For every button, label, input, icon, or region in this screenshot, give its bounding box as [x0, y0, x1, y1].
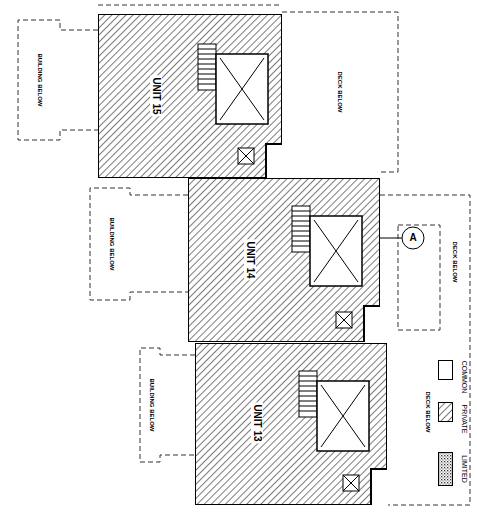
unit-label: UNIT 14 [244, 239, 256, 280]
unit-outline [98, 14, 282, 178]
unit-plan: UNIT 15 [98, 14, 282, 178]
unit-outline [195, 343, 387, 505]
legend-swatch [438, 452, 453, 486]
area-note: BUILDING BELOW [109, 218, 115, 271]
legend-text: PRIVATE [461, 405, 468, 434]
unit-label: UNIT 13 [251, 402, 263, 443]
legend-text: LIMITED [461, 455, 468, 483]
area-note: DECK BELOW [425, 392, 431, 433]
area-note: DECK BELOW [337, 72, 343, 113]
unit-label: UNIT 15 [150, 75, 162, 116]
dashed-outline [18, 5, 470, 505]
unit-plan: UNIT 13 [195, 343, 387, 505]
unit-plan: UNIT 14 [188, 178, 380, 342]
area-note: BUILDING BELOW [149, 379, 155, 432]
section-letter: A [409, 233, 416, 243]
legend-text: COMMON [461, 361, 468, 394]
legend-swatch [438, 402, 453, 422]
legend-swatch [438, 360, 453, 380]
area-note: DECK BELOW [452, 242, 458, 283]
area-note: BUILDING BELOW [37, 54, 43, 107]
unit-outline [188, 178, 380, 342]
